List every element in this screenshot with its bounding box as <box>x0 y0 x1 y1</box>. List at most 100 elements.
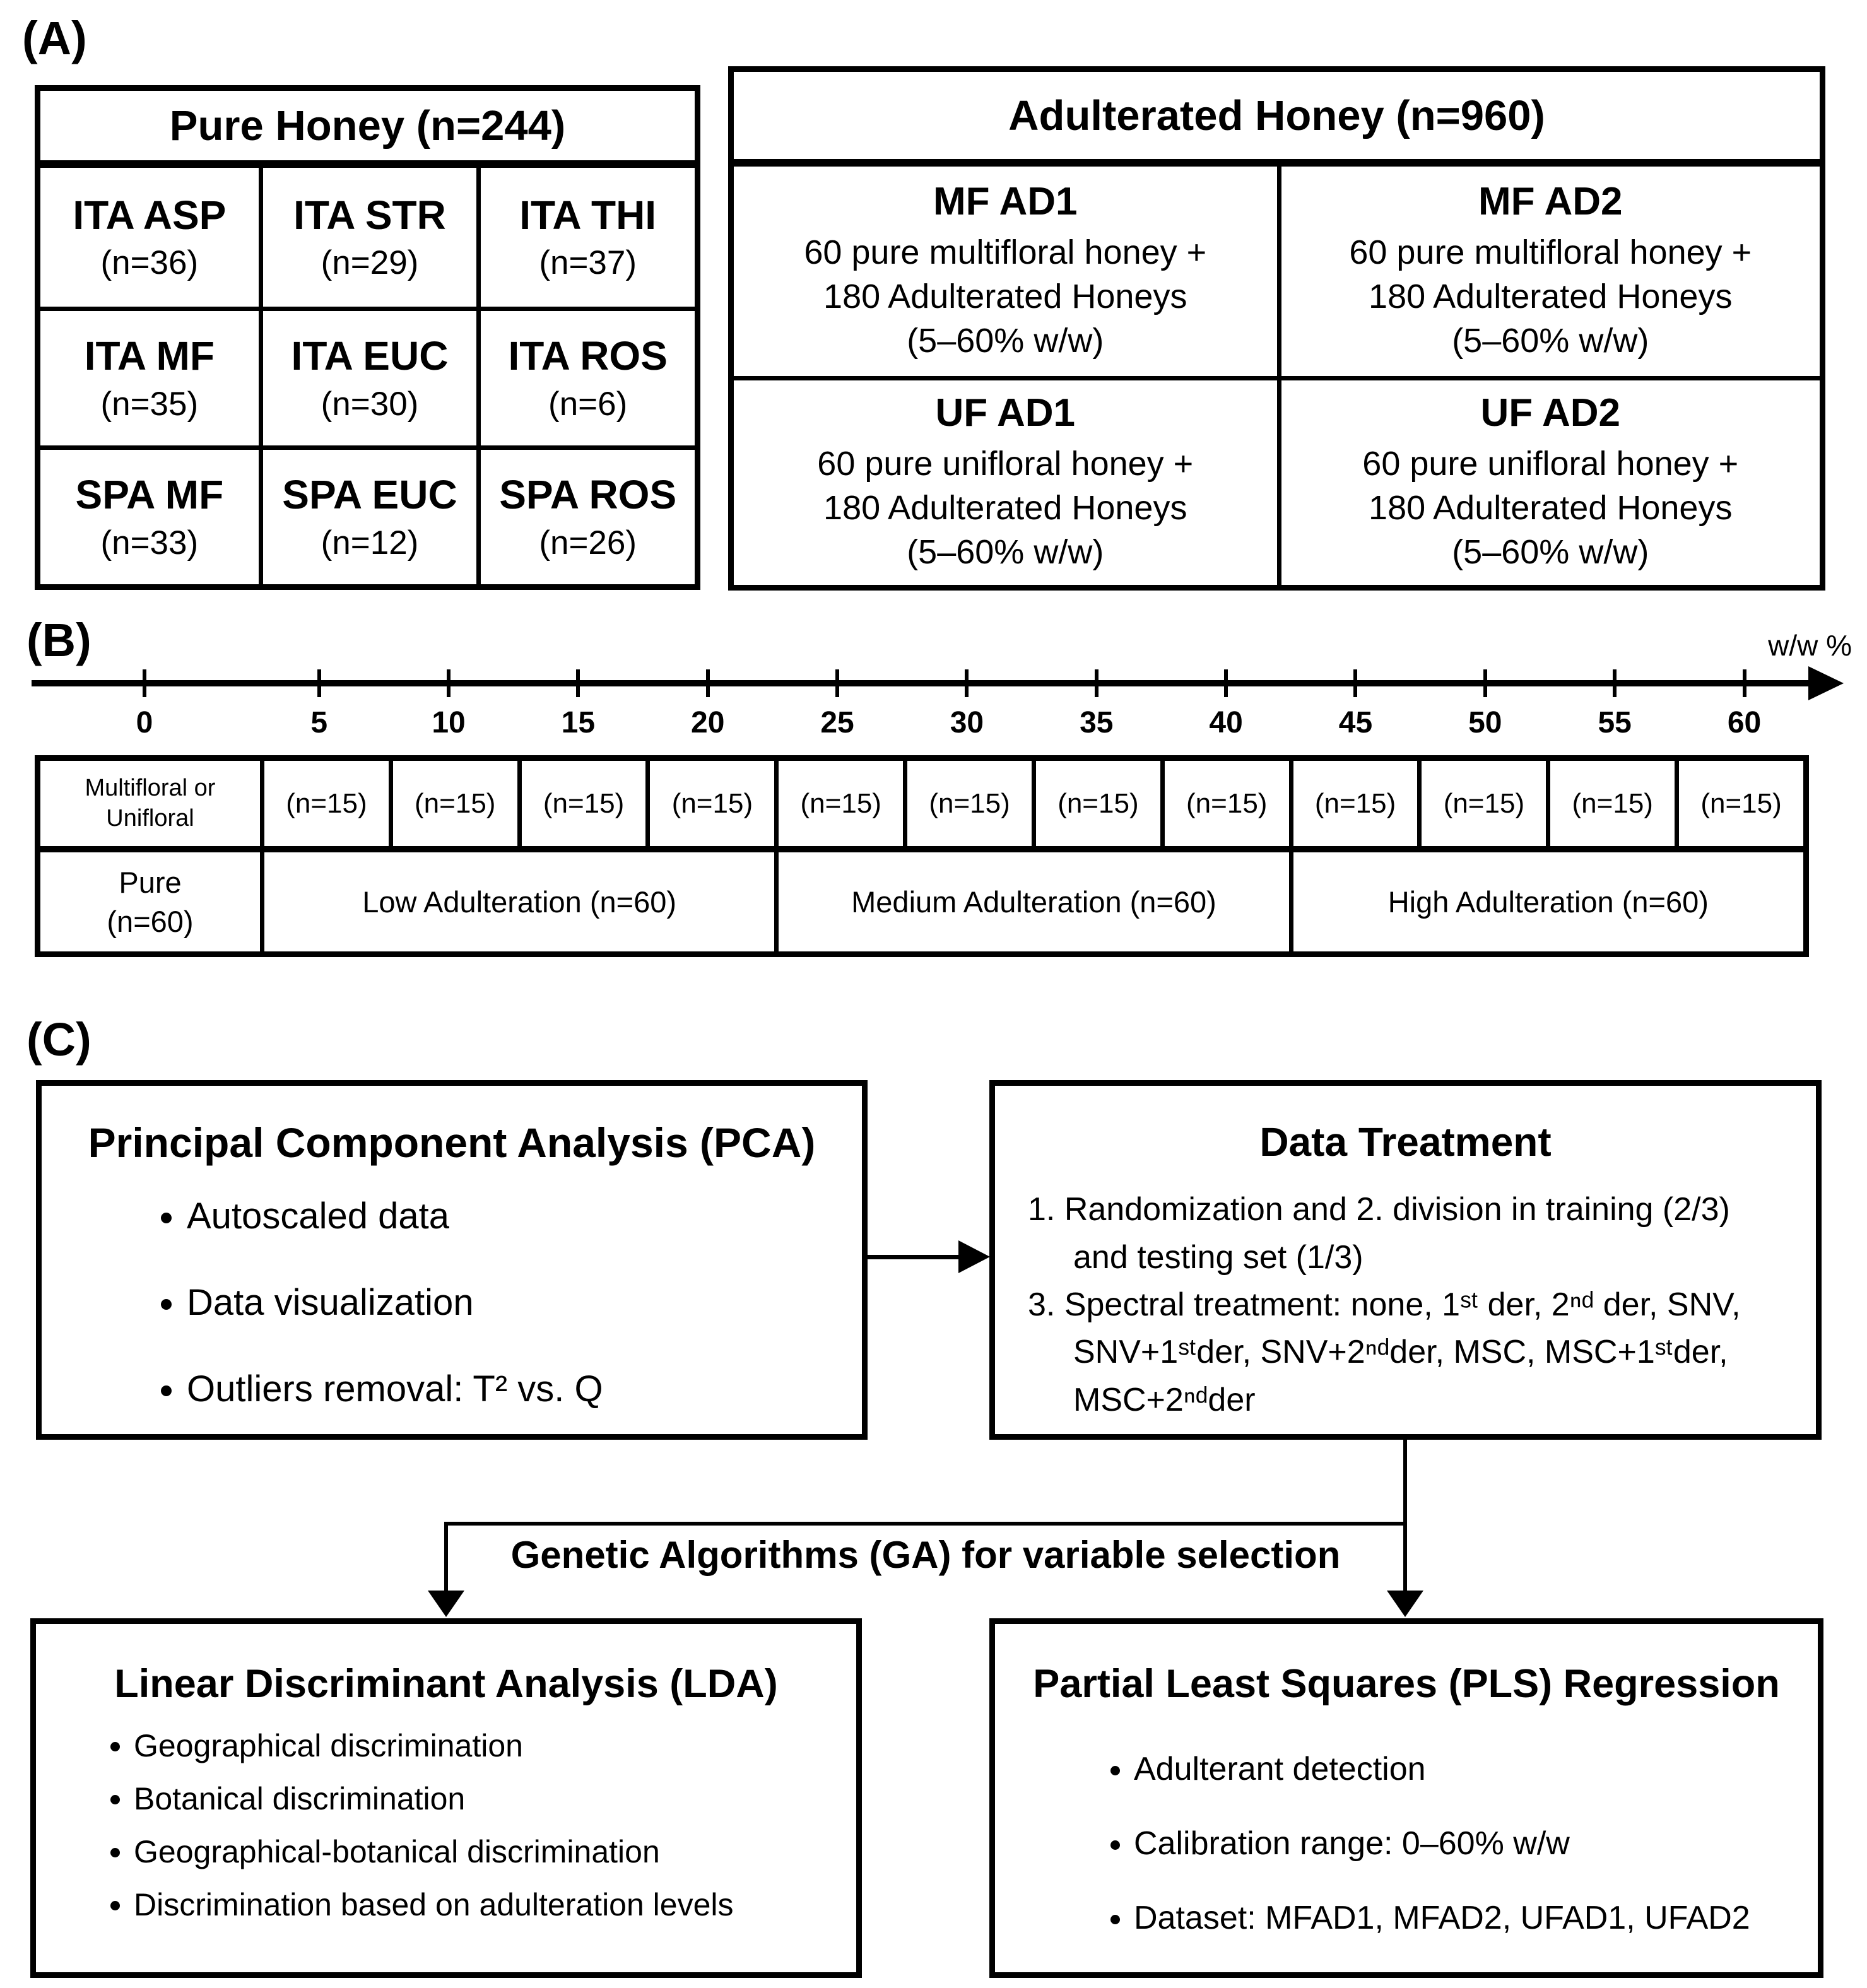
sample-count-label: (n=6) <box>548 385 628 423</box>
axis-tick-label: 20 <box>691 706 725 739</box>
adulterated-honey-cell: UF AD2 60 pure unifloral honey + 180 Adul… <box>1276 375 1820 585</box>
axis-tick <box>1613 669 1617 697</box>
n15-cell: (n=15) <box>260 761 389 852</box>
arrow-down-pls-icon <box>1387 1591 1423 1617</box>
lda-bullet-list: Geographical discriminationBotanical dis… <box>36 1727 856 1923</box>
numbered-item: 1. Randomization and 2. division in trai… <box>1028 1191 1730 1276</box>
honey-type-label: ITA MF <box>84 333 215 379</box>
bullet-item: Geographical discrimination <box>134 1727 856 1764</box>
axis-tick <box>1483 669 1487 697</box>
axis-tick-label: 30 <box>950 706 984 739</box>
sample-count-label: (n=37) <box>539 244 637 282</box>
axis-tick-label: 55 <box>1598 706 1632 739</box>
n15-cell: (n=15) <box>1546 761 1675 852</box>
lda-box: Linear Discriminant Analysis (LDA) Geogr… <box>30 1618 862 1978</box>
bullet-item: Dataset: MFAD1, MFAD2, UFAD1, UFAD2 <box>1134 1899 1818 1937</box>
axis-tick <box>576 669 580 697</box>
axis-tick-label: 60 <box>1727 706 1762 739</box>
honey-type-label: ITA STR <box>293 192 446 238</box>
pure-honey-table: Pure Honey (n=244) ITA ASP(n=36)ITA STR(… <box>35 85 700 590</box>
axis-tick-label: 50 <box>1468 706 1502 739</box>
pure-honey-cell: SPA EUC (n=12) <box>258 445 477 584</box>
sample-count-label: (n=26) <box>539 524 637 562</box>
honey-type-label: ITA THI <box>519 192 657 238</box>
axis-tick-label: 35 <box>1080 706 1114 739</box>
dataset-name-label: UF AD2 <box>1480 391 1621 435</box>
honey-type-label: SPA MF <box>75 472 224 518</box>
honey-type-label: ITA ROS <box>508 333 668 379</box>
sample-count-label: (n=36) <box>100 244 199 282</box>
pca-box: Principal Component Analysis (PCA) Autos… <box>36 1080 868 1440</box>
pure-honey-cell: ITA MF (n=35) <box>40 307 259 445</box>
dataset-description: 60 pure multifloral honey + 180 Adultera… <box>1349 233 1752 360</box>
pure-row-header-cell: Pure (n=60) <box>107 866 194 938</box>
arrow-pca-to-datatreatment-line <box>868 1255 960 1259</box>
axis-tick <box>1353 669 1358 697</box>
panel-b-label: (B) <box>27 614 91 666</box>
axis-tick-label: 40 <box>1209 706 1243 739</box>
pure-honey-cell: ITA THI (n=37) <box>476 168 695 307</box>
floral-type-header-cell: Multifloral or Unifloral <box>40 761 260 852</box>
bullet-item: Data visualization <box>187 1281 862 1324</box>
data-treatment-box: Data Treatment 1. Randomization and 2. d… <box>989 1080 1822 1440</box>
bullet-item: Discrimination based on adulteration lev… <box>134 1886 856 1923</box>
honey-type-label: ITA EUC <box>291 333 449 379</box>
axis-tick-label: 25 <box>820 706 854 739</box>
axis-tick-label: 15 <box>561 706 596 739</box>
n15-cell: (n=15) <box>645 761 775 852</box>
pure-honey-cell: SPA ROS (n=26) <box>476 445 695 584</box>
honey-type-label: ITA ASP <box>73 192 227 238</box>
bullet-item: Adulterant detection <box>1134 1750 1818 1788</box>
dataset-name-label: MF AD1 <box>933 179 1078 223</box>
dataset-name-label: MF AD2 <box>1478 179 1623 223</box>
axis-tick-label: 10 <box>432 706 466 739</box>
axis-tick <box>317 669 321 697</box>
connector-to-lda-line <box>444 1522 448 1594</box>
adulteration-level-cell: Medium Adulteration (n=60) <box>774 852 1288 951</box>
axis-unit-label: w/w % <box>1768 629 1852 662</box>
axis-tick-label: 5 <box>310 706 328 739</box>
sample-count-label: (n=33) <box>100 524 199 562</box>
adulteration-level-cell: Low Adulteration (n=60) <box>260 852 774 951</box>
pls-bullet-list: Adulterant detectionCalibration range: 0… <box>995 1750 1818 1937</box>
pure-honey-cell: SPA MF (n=33) <box>40 445 259 584</box>
n15-cell: (n=15) <box>903 761 1032 852</box>
sample-count-label: (n=29) <box>321 244 419 282</box>
n15-cell: (n=15) <box>1160 761 1289 852</box>
n15-cell: (n=15) <box>1675 761 1803 852</box>
n15-cell: (n=15) <box>517 761 646 852</box>
sample-count-label: (n=30) <box>321 385 419 423</box>
axis-tick <box>1094 669 1098 697</box>
arrow-right-icon <box>958 1240 990 1273</box>
sample-count-label: (n=35) <box>100 385 199 423</box>
n15-cell: (n=15) <box>774 761 904 852</box>
axis-arrowhead-icon <box>1808 666 1844 700</box>
axis-tick <box>965 669 969 697</box>
n15-cell: (n=15) <box>1417 761 1546 852</box>
bullet-item: Botanical discrimination <box>134 1780 856 1817</box>
bullet-item: Autoscaled data <box>187 1195 862 1237</box>
axis-line <box>32 680 1810 686</box>
panel-c-label: (C) <box>27 1013 91 1066</box>
connector-datatreatment-down-line <box>1403 1440 1407 1525</box>
genetic-algorithms-label: Genetic Algorithms (GA) for variable sel… <box>510 1534 1341 1576</box>
sample-count-label: (n=12) <box>321 524 419 562</box>
pure-honey-grid: ITA ASP(n=36)ITA STR(n=29)ITA THI(n=37)I… <box>40 168 695 584</box>
pls-box: Partial Least Squares (PLS) Regression A… <box>989 1618 1823 1978</box>
adulterated-honey-grid: MF AD1 60 pure multifloral honey + 180 Ad… <box>734 167 1820 585</box>
dataset-description: 60 pure unifloral honey + 180 Adulterate… <box>1362 444 1739 572</box>
adulterated-honey-cell: MF AD2 60 pure multifloral honey + 180 Ad… <box>1276 167 1820 376</box>
dataset-name-label: UF AD1 <box>935 391 1076 435</box>
bullet-item: Outliers removal: T² vs. Q <box>187 1368 862 1410</box>
honey-type-label: SPA ROS <box>499 472 677 518</box>
numbered-item: 3. Spectral treatment: none, 1ˢᵗ der, 2ⁿ… <box>1028 1286 1741 1418</box>
pure-honey-cell: ITA ROS (n=6) <box>476 307 695 445</box>
axis-tick <box>835 669 840 697</box>
axis-tick <box>447 669 451 697</box>
axis-tick <box>705 669 710 697</box>
bullet-item: Geographical-botanical discrimination <box>134 1833 856 1870</box>
n15-cell: (n=15) <box>388 761 517 852</box>
honey-type-label: SPA EUC <box>282 472 457 518</box>
